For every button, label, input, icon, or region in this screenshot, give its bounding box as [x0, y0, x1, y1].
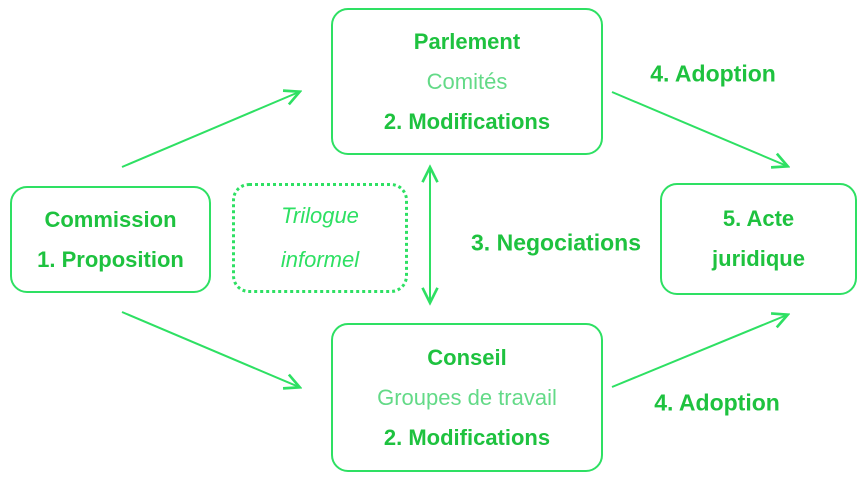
trilogue-title-line1: Trilogue	[281, 203, 359, 228]
conseil-title: Conseil	[427, 344, 507, 370]
commission-step: 1. Proposition	[37, 246, 184, 272]
arrow-commission-to-parlement-icon	[121, 92, 299, 168]
conseil-step: 2. Modifications	[383, 424, 551, 450]
adoption-bottom-label: 4. Adoption	[654, 389, 780, 416]
commission-box: Commission 1. Proposition	[10, 186, 211, 293]
adoption-top-label: 4. Adoption	[650, 60, 776, 87]
parlement-box: Parlement Comités 2. Modifications	[331, 8, 603, 155]
trilogue-title-line2: informel	[280, 247, 360, 272]
parlement-step: 2. Modifications	[383, 108, 551, 134]
arrow-conseil-to-acte-icon	[611, 315, 787, 388]
negociations-label: 3. Negociations	[471, 229, 641, 256]
conseil-subtitle: Groupes de travail	[377, 384, 557, 410]
acte-title-line2: juridique	[712, 246, 805, 271]
commission-title: Commission	[44, 206, 177, 232]
acte-title-line1: 5. Acte	[722, 206, 795, 231]
arrow-parlement-to-acte-icon	[611, 91, 787, 166]
parlement-subtitle: Comités	[426, 68, 508, 94]
trilogue-box: Trilogue informel	[232, 183, 408, 293]
conseil-box: Conseil Groupes de travail 2. Modificati…	[331, 323, 603, 472]
parlement-title: Parlement	[413, 28, 521, 54]
acte-juridique-box: 5. Acte juridique	[660, 183, 857, 295]
arrow-commission-to-conseil-icon	[121, 311, 299, 387]
